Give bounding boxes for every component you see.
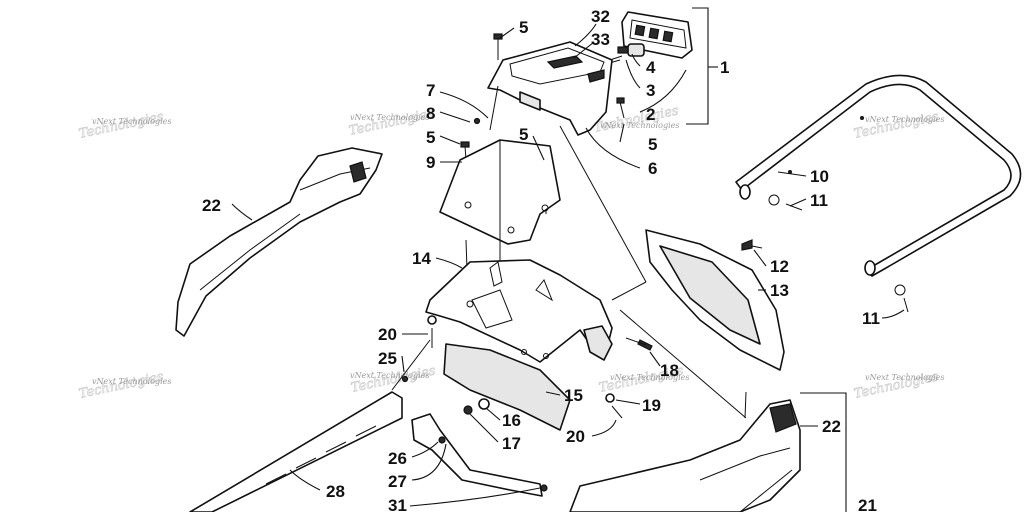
callout-20: 20: [378, 325, 397, 344]
watermark-text: vNext Technologies: [350, 371, 429, 380]
callout-5: 5: [519, 125, 528, 144]
watermark-text: vNext Technologies: [92, 377, 171, 386]
tail-light-housing: [487, 41, 613, 136]
callout-9: 9: [426, 153, 435, 172]
watermark-outline: Technologies: [348, 106, 436, 139]
callout-12: 12: [770, 257, 789, 276]
callout-10: 10: [810, 167, 829, 186]
bottom-rail: [189, 391, 403, 512]
side-rail-right: [569, 399, 801, 512]
callout-33: 33: [591, 30, 610, 49]
watermark-text: vNext Technologies: [865, 373, 944, 382]
callout-22: 22: [822, 417, 841, 436]
fastener: [401, 315, 653, 419]
callout-5: 5: [426, 128, 435, 147]
callout-21: 21: [858, 496, 877, 512]
callout-20: 20: [566, 427, 585, 446]
group-bracket: [686, 7, 847, 512]
callout-26: 26: [388, 449, 407, 468]
callout-27: 27: [388, 472, 407, 491]
callout-22: 22: [202, 196, 221, 215]
callout-5: 5: [519, 18, 528, 37]
callout-28: 28: [326, 482, 345, 501]
watermark-text: vNext Technologies: [92, 117, 171, 126]
mud-flap: [443, 343, 571, 431]
watermark-text: vNext Technologies: [610, 373, 689, 382]
watermark-text: vNext Technologies: [600, 121, 679, 130]
callout-11: 11: [862, 309, 880, 328]
callout-31: 31: [388, 496, 407, 512]
callout-2: 2: [646, 105, 655, 124]
bracket: [411, 413, 548, 497]
callout-6: 6: [648, 159, 657, 178]
side-panel: [645, 229, 785, 371]
callout-15: 15: [564, 386, 583, 405]
watermark-text: vNext Technologies: [350, 113, 429, 122]
callout-16: 16: [502, 411, 521, 430]
side-rail-left: [175, 147, 383, 337]
callout-5: 5: [648, 135, 657, 154]
pin: [768, 194, 909, 313]
callout-14: 14: [412, 249, 431, 268]
callout-3: 3: [646, 81, 655, 100]
grab-bar: [735, 74, 1022, 277]
callout-13: 13: [770, 281, 789, 300]
rear-base: [425, 259, 613, 363]
callout-18: 18: [660, 361, 679, 380]
callout-19: 19: [642, 396, 661, 415]
callout-labels: 32 33 5 4 1 3 2 7 8 5 5 5 6 9 10 11 22 1…: [202, 7, 880, 512]
tail-light: [621, 11, 693, 59]
assembly-lines: [391, 125, 747, 419]
callout-4: 4: [646, 58, 656, 77]
callout-7: 7: [426, 81, 435, 100]
callout-8: 8: [426, 104, 435, 123]
callout-11: 11: [810, 191, 828, 210]
watermark-text: vNext Technologies: [865, 115, 944, 124]
callout-1: 1: [720, 58, 729, 77]
callout-25: 25: [378, 349, 397, 368]
callout-32: 32: [591, 7, 610, 26]
callout-17: 17: [502, 434, 521, 453]
leader-lines: [231, 23, 905, 507]
